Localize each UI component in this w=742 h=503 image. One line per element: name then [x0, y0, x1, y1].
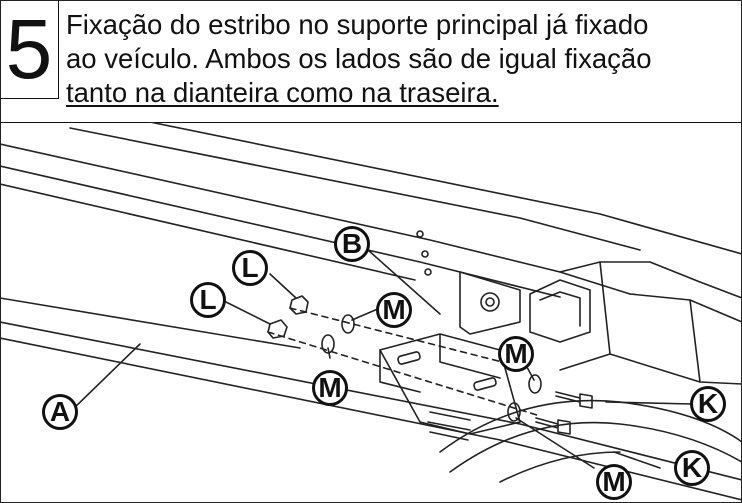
instruction-line-3: tanto na dianteira como na traseira. — [66, 77, 499, 108]
step-board-top-edge — [0, 321, 742, 481]
callout-m-left: M — [312, 370, 348, 406]
instruction-line-1: Fixação do estribo no suporte principal … — [66, 9, 649, 40]
callout-m-upper: M — [376, 292, 412, 328]
callout-a: A — [42, 394, 78, 430]
step-number: 5 — [5, 2, 53, 96]
assembly-drawing — [0, 122, 742, 501]
callout-b: B — [334, 226, 370, 262]
step-number-box: 5 — [0, 0, 59, 99]
instruction-line-2: ao veículo. Ambos os lados são de igual … — [66, 43, 652, 74]
callout-k-upper: K — [690, 386, 726, 422]
callout-k-lower: K — [674, 450, 710, 486]
callout-l-upper: L — [232, 250, 268, 286]
support-bar-top-edge — [0, 143, 631, 295]
callout-m-bottom: M — [596, 464, 632, 500]
instruction-text: Fixação do estribo no suporte principal … — [66, 8, 738, 110]
callout-l-lower: L — [190, 282, 226, 318]
callout-m-right: M — [498, 336, 534, 372]
header-separator — [0, 122, 742, 123]
support-bar-upper-edge — [0, 165, 561, 298]
